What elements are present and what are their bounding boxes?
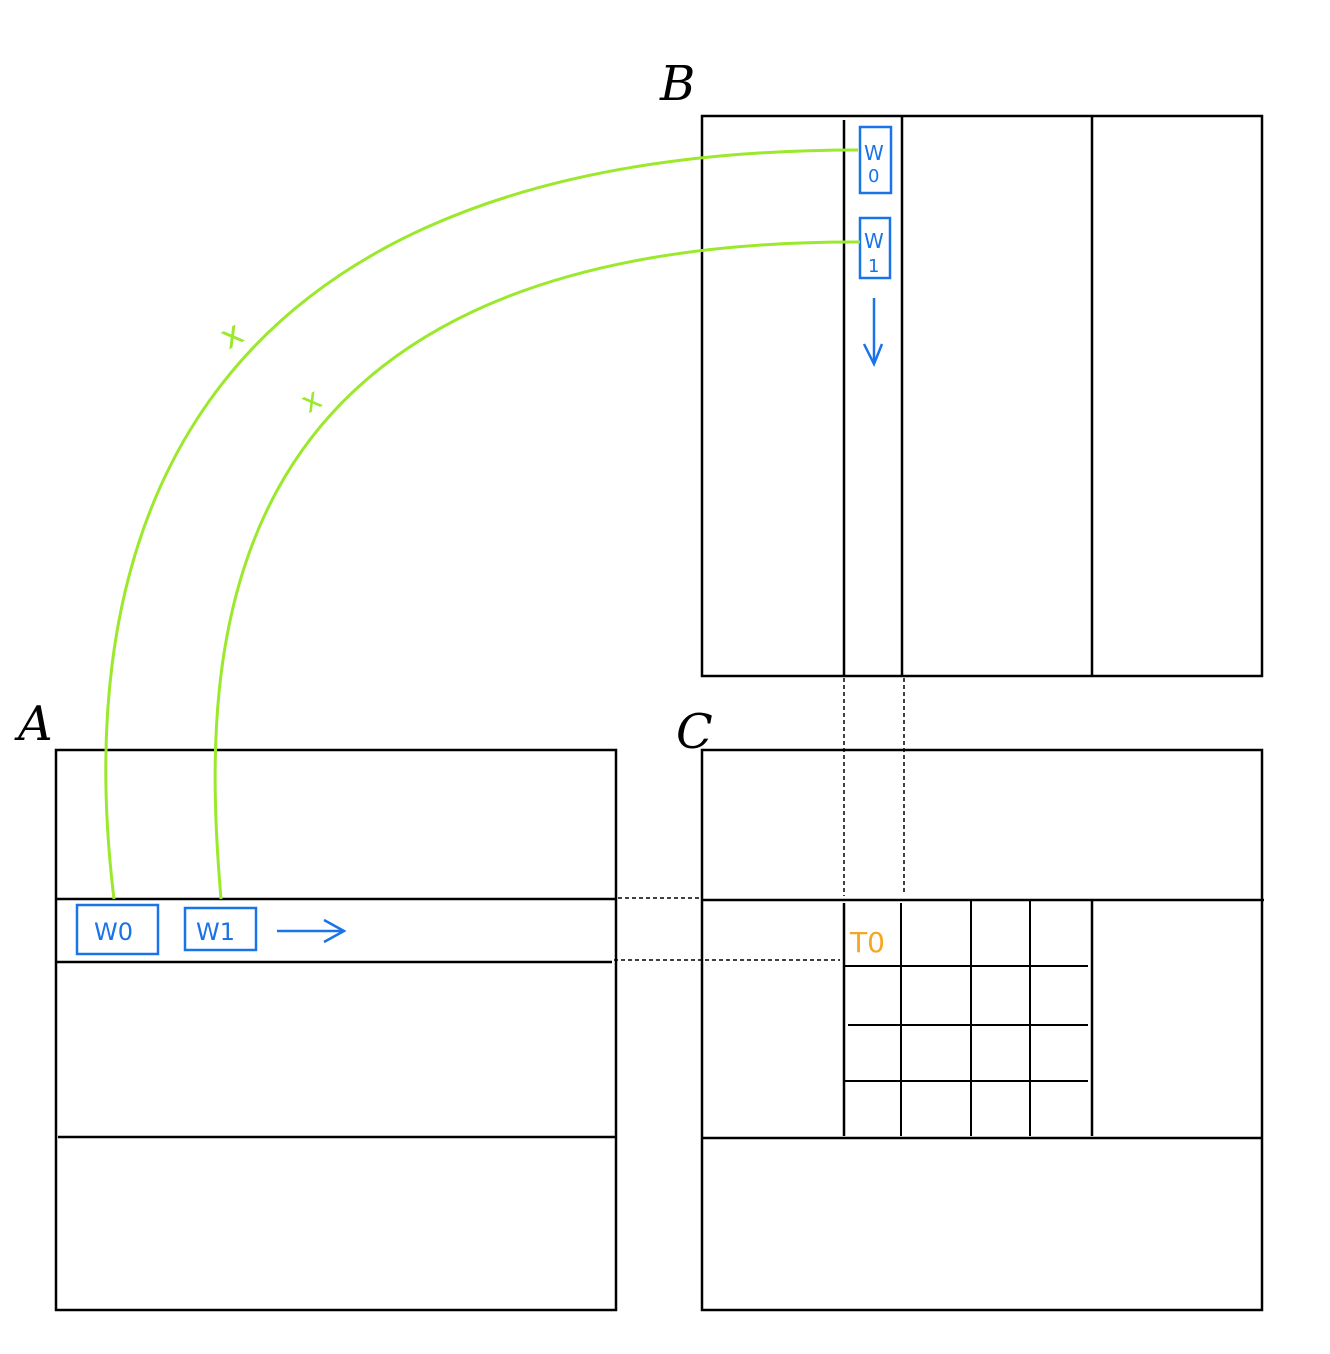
matrix-c-tile-t0-label: T0 bbox=[849, 926, 885, 959]
matrix-a-border bbox=[54, 748, 618, 1312]
multiply-symbol-1: x bbox=[213, 313, 250, 358]
matrix-c: C T0 bbox=[676, 704, 1264, 1312]
curve-w0 bbox=[104, 148, 859, 900]
matrix-b-tile-w1 bbox=[858, 216, 892, 280]
matrix-a-right-arrow bbox=[277, 918, 347, 944]
multiplication-curves: x x bbox=[104, 148, 861, 900]
matrix-b-tile-w1-label-top: W bbox=[864, 229, 884, 253]
matrix-a-tile-w0-label: W0 bbox=[94, 918, 133, 946]
projection-lines bbox=[614, 678, 905, 961]
matrix-b-tile-w0 bbox=[858, 125, 893, 195]
matrix-b-label: B bbox=[659, 56, 695, 112]
matrix-c-border bbox=[700, 748, 1264, 1312]
matrix-a-tile-w1-label: W1 bbox=[196, 918, 235, 946]
matrix-a-tile-w0 bbox=[75, 903, 160, 956]
matrix-a: A W0 W1 bbox=[14, 696, 618, 1312]
multiply-symbol-2: x bbox=[295, 381, 328, 420]
matrix-c-label: C bbox=[676, 704, 713, 760]
matrix-a-tile-w1 bbox=[183, 906, 258, 952]
matrix-b-border bbox=[700, 114, 1264, 678]
curve-w1 bbox=[213, 240, 861, 900]
matrix-a-label: A bbox=[14, 696, 53, 752]
matrix-b: B W 0 W 1 bbox=[659, 56, 1264, 678]
matrix-b-tile-w1-label-bottom: 1 bbox=[868, 256, 879, 277]
matrix-c-output-tile-grid bbox=[842, 900, 1094, 1136]
matrix-b-tile-w0-label-top: W bbox=[864, 141, 884, 165]
matrix-b-tile-w0-label-bottom: 0 bbox=[868, 166, 879, 187]
matrix-b-down-arrow bbox=[862, 298, 884, 368]
